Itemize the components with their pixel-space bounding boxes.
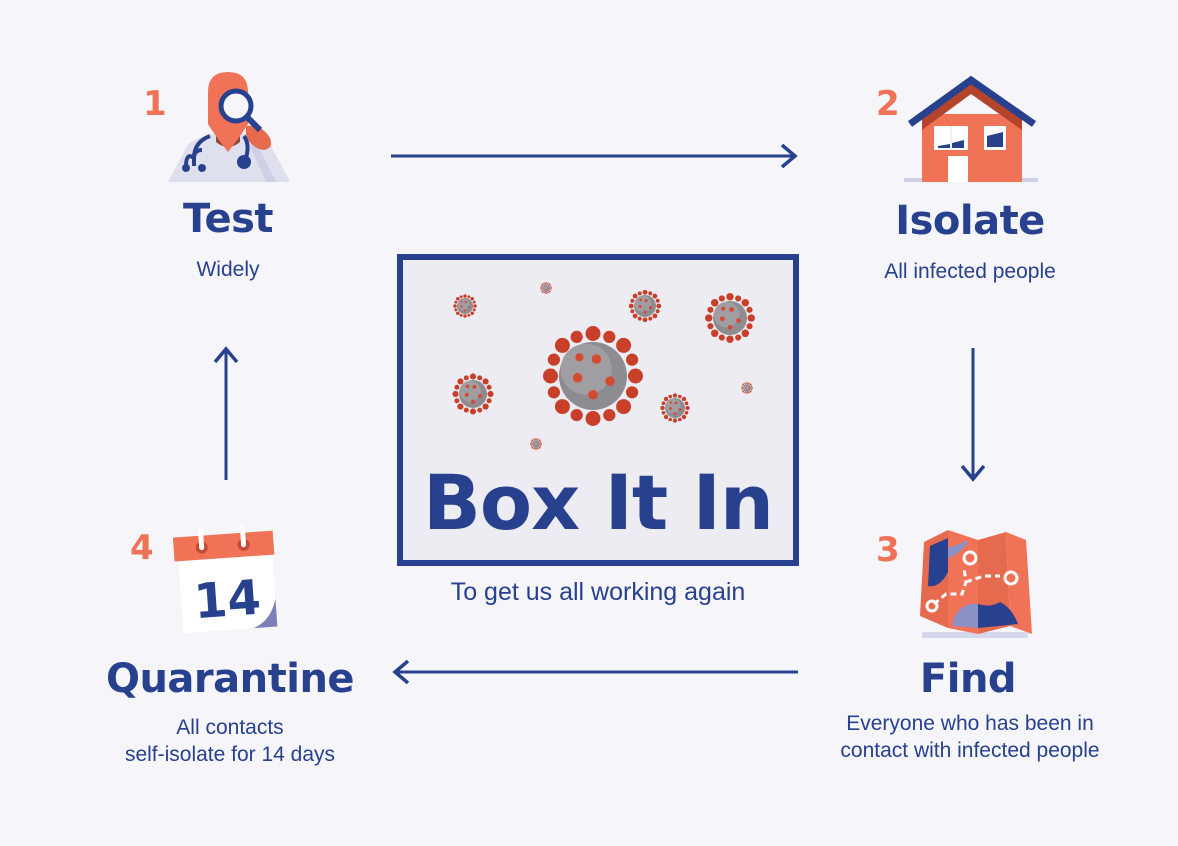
arrow-isolate-to-find xyxy=(961,348,985,482)
step-4-description-line-2: self-isolate for 14 days xyxy=(124,743,336,766)
virus-icon xyxy=(452,282,755,450)
box-it-in-panel: Box It In xyxy=(397,254,799,566)
step-2-number: 2 xyxy=(876,84,900,124)
step-1-number: 1 xyxy=(143,84,167,124)
step-3-description-line-1: Everyone who has been in xyxy=(846,712,1094,735)
center-subtitle: To get us all working again xyxy=(450,578,746,606)
step-4-description-line-1: All contacts xyxy=(176,716,284,739)
calendar-day: 14 xyxy=(192,570,263,631)
center-title: Box It In xyxy=(422,458,774,547)
calendar-icon: 14 xyxy=(170,520,282,634)
step-3-title: Find xyxy=(919,656,1017,702)
doctor-magnifier-icon xyxy=(166,72,292,184)
house-icon xyxy=(904,74,1040,184)
step-3-description: Everyone who has been in contact with in… xyxy=(810,710,1130,764)
step-2-title: Isolate xyxy=(895,198,1045,244)
step-2-description: All infected people xyxy=(884,260,1056,283)
map-icon xyxy=(918,528,1036,638)
arrow-test-to-isolate xyxy=(390,144,800,168)
arrow-find-to-quarantine xyxy=(390,660,800,684)
step-1-description: Widely xyxy=(196,258,260,281)
step-1-title: Test xyxy=(182,196,274,242)
step-4-number: 4 xyxy=(130,528,154,568)
step-3-description-line-2: contact with infected people xyxy=(840,739,1100,762)
step-3-number: 3 xyxy=(876,530,900,570)
step-4-title: Quarantine xyxy=(105,656,355,702)
arrow-quarantine-to-test xyxy=(214,346,238,482)
step-4-description: All contacts self-isolate for 14 days xyxy=(100,714,360,768)
